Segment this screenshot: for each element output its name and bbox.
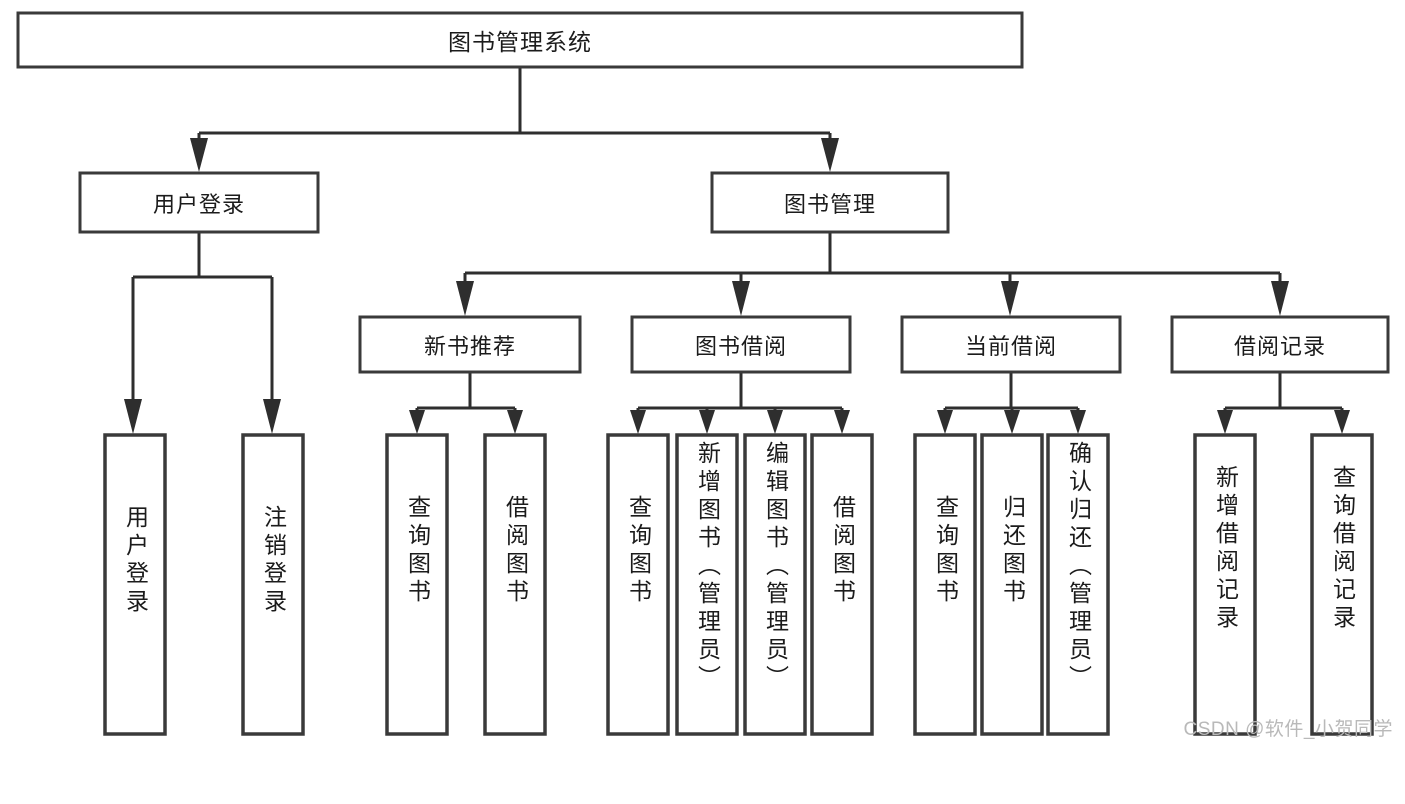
node-box-user-login[interactable] bbox=[78, 171, 320, 234]
arrowhead-leaf-query-book-2 bbox=[630, 410, 646, 434]
hierarchy-diagram-svg bbox=[16, 11, 1390, 736]
arrowhead-leaf-query-record bbox=[1334, 410, 1350, 434]
arrowhead-leaf-query-book-1 bbox=[409, 410, 425, 434]
arrowhead-leaf-edit-book bbox=[767, 410, 783, 434]
arrowhead-book-borrow bbox=[732, 281, 750, 316]
node-box-leaf-user-login[interactable] bbox=[103, 433, 167, 736]
node-box-current-borrow[interactable] bbox=[900, 315, 1122, 374]
node-box-leaf-query-book-1[interactable] bbox=[385, 433, 449, 736]
node-box-root[interactable] bbox=[16, 11, 1024, 69]
arrowhead-leaf-return-book bbox=[1004, 410, 1020, 434]
arrowhead-current-borrow bbox=[1001, 281, 1019, 316]
node-box-leaf-query-book-2[interactable] bbox=[606, 433, 670, 736]
connector-layer bbox=[124, 67, 1350, 434]
arrowhead-book-manage bbox=[821, 138, 839, 172]
box-layer bbox=[16, 11, 1390, 736]
arrowhead-leaf-borrow-book-1 bbox=[507, 410, 523, 434]
arrowhead-new-book-rec bbox=[456, 281, 474, 316]
arrowhead-leaf-add-record bbox=[1217, 410, 1233, 434]
node-box-borrow-record[interactable] bbox=[1170, 315, 1390, 374]
arrowhead-leaf-logout bbox=[263, 399, 281, 434]
arrowhead-user-login bbox=[190, 138, 208, 172]
node-box-leaf-return-book[interactable] bbox=[980, 433, 1044, 736]
diagram-canvas: 图书管理系统 用户登录 图书管理 新书推荐 图书借阅 当前借阅 借阅记录 用户登… bbox=[16, 11, 1392, 740]
node-box-leaf-add-record[interactable] bbox=[1193, 433, 1257, 736]
arrowhead-leaf-query-book-3 bbox=[937, 410, 953, 434]
arrowhead-leaf-user-login bbox=[124, 399, 142, 434]
arrowhead-leaf-add-book bbox=[699, 410, 715, 434]
node-box-leaf-query-record[interactable] bbox=[1310, 433, 1374, 736]
node-box-book-borrow[interactable] bbox=[630, 315, 852, 374]
arrowhead-leaf-borrow-book-2 bbox=[834, 410, 850, 434]
node-box-new-book-rec[interactable] bbox=[358, 315, 582, 374]
node-box-leaf-borrow-book-1[interactable] bbox=[483, 433, 547, 736]
node-box-leaf-query-book-3[interactable] bbox=[913, 433, 977, 736]
node-box-book-manage[interactable] bbox=[710, 171, 950, 234]
node-box-leaf-logout[interactable] bbox=[241, 433, 305, 736]
node-box-leaf-borrow-book-2[interactable] bbox=[810, 433, 874, 736]
node-box-leaf-add-book[interactable] bbox=[675, 433, 739, 736]
node-box-leaf-edit-book[interactable] bbox=[743, 433, 807, 736]
arrowhead-leaf-confirm-return bbox=[1070, 410, 1086, 434]
arrowhead-borrow-record bbox=[1271, 281, 1289, 316]
node-box-leaf-confirm-return[interactable] bbox=[1046, 433, 1110, 736]
